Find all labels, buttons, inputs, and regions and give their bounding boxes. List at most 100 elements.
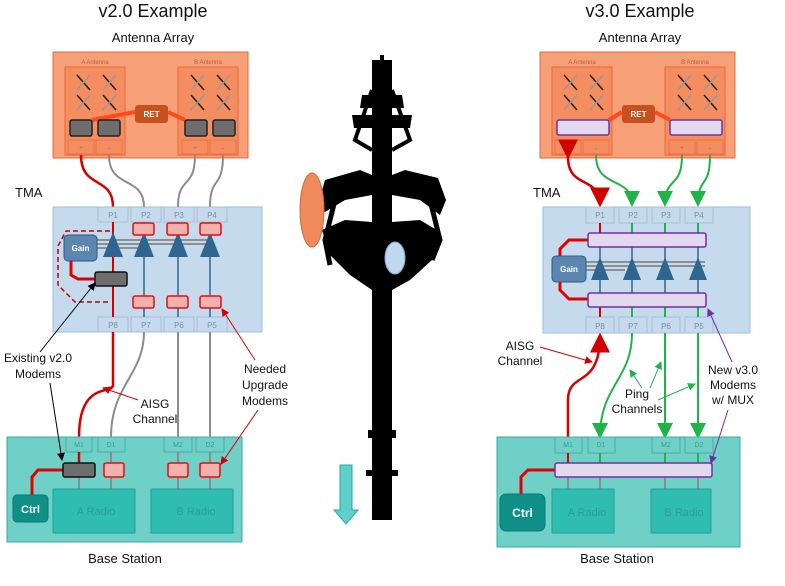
b-radio-label: B Radio	[176, 506, 215, 518]
tower-antenna-highlight	[299, 172, 325, 248]
a-antenna-box	[551, 66, 613, 156]
rf-wires	[108, 154, 224, 208]
ctrl-box	[12, 494, 49, 523]
port-p1: P1	[108, 211, 118, 220]
ret-label: RET	[631, 110, 647, 119]
antenna-elements-icon	[76, 74, 231, 111]
ann-aisg-2: Channel	[133, 412, 178, 426]
ann-new-3: w/ MUX	[711, 393, 754, 407]
ctrl-label: Ctrl	[512, 506, 533, 520]
rf-wires-lower	[110, 331, 211, 438]
a-radio-box	[551, 488, 615, 534]
ann-aisg-1: AISG	[141, 397, 170, 411]
a-antenna-box	[64, 66, 126, 156]
ann-ping-1: Ping	[625, 387, 649, 401]
mux-modem-a	[556, 119, 610, 136]
antenna-modems	[69, 119, 236, 137]
port-p1: P1	[595, 211, 605, 220]
arrow-new-base	[709, 409, 729, 464]
port-p2: P2	[141, 211, 151, 220]
ann-existing-2: Modems	[15, 367, 61, 381]
antenna-array-label: Antenna Array	[599, 30, 682, 45]
ann-existing-1: Existing v2.0	[4, 351, 72, 365]
base-station-ports	[554, 436, 714, 454]
mux-modem-tma-top	[587, 232, 707, 248]
mux-modem-base	[554, 462, 713, 478]
port-p5: P5	[207, 321, 217, 330]
ctrl-label: Ctrl	[21, 504, 40, 516]
ann-needed-3: Modems	[242, 394, 288, 408]
aisg-wire	[557, 139, 610, 208]
port-p4: P4	[694, 211, 704, 220]
arrows-ping	[629, 361, 696, 401]
existing-modem-base	[62, 462, 96, 478]
port-p6: P6	[174, 321, 184, 330]
needed-modems-tma	[132, 222, 222, 309]
ann-new-1: New v3.0	[708, 363, 758, 377]
port-p7: P7	[628, 322, 638, 331]
port-plus: +	[193, 146, 197, 152]
ret-box	[622, 105, 655, 123]
arrow-aisg	[539, 346, 593, 364]
ann-aisg-2: Channel	[498, 354, 543, 368]
port-minus: -	[108, 146, 110, 152]
v2-example: v2.0 Example Antenna Array A Antenna B A…	[4, 1, 288, 566]
cell-tower-icon	[299, 55, 446, 520]
port-minus: -	[709, 146, 711, 152]
amplifier-icons	[103, 232, 220, 257]
antenna-elements-icon	[563, 74, 718, 111]
ann-ping-2: Channels	[612, 402, 663, 416]
tma-port-links	[599, 223, 699, 317]
a-antenna-label: A Antenna	[568, 60, 596, 66]
b-radio-box	[150, 488, 234, 534]
arrow-needed-tma	[221, 308, 256, 361]
ret-link	[91, 110, 186, 122]
gain-label: Gain	[560, 265, 578, 274]
base-station-label: Base Station	[88, 551, 162, 566]
ret-box	[135, 105, 168, 123]
port-plus: +	[680, 146, 684, 152]
base-lines	[567, 453, 699, 489]
port-p4: P4	[207, 211, 217, 220]
port-p6: P6	[661, 322, 671, 331]
v2-title: v2.0 Example	[98, 1, 207, 21]
b-radio-box	[650, 488, 712, 534]
tma-box	[52, 206, 263, 333]
arrow-existing-tma	[39, 282, 96, 353]
ret-label: RET	[144, 110, 160, 119]
port-minus: -	[222, 146, 224, 152]
ctrl-wire	[519, 468, 555, 495]
port-p8: P8	[595, 322, 605, 331]
port-p3: P3	[174, 211, 184, 220]
port-d1: D1	[597, 442, 606, 449]
port-minus: -	[595, 146, 597, 152]
gain-box	[551, 255, 587, 283]
existing-modem-tma	[94, 271, 128, 287]
antenna-array-label: Antenna Array	[112, 30, 195, 45]
port-plus: +	[79, 146, 83, 152]
ret-link	[607, 110, 671, 122]
gain-box	[63, 234, 98, 262]
a-radio-label: A Radio	[568, 507, 607, 519]
ann-needed-1: Needed	[244, 362, 286, 376]
gain-control-wire	[558, 238, 588, 301]
port-plus: +	[566, 146, 570, 152]
ctrl-wire	[30, 468, 63, 495]
port-m1: M1	[74, 442, 84, 449]
base-station-label: Base Station	[580, 551, 654, 566]
b-antenna-label: B Antenna	[194, 60, 222, 66]
tma-label: TMA	[15, 185, 43, 200]
gain-label: Gain	[72, 244, 90, 253]
ann-needed-2: Upgrade	[242, 378, 288, 392]
a-radio-label: A Radio	[77, 506, 116, 518]
port-d2: D2	[695, 442, 704, 449]
ctrl-box	[499, 493, 546, 532]
amplifier-icons	[591, 257, 707, 280]
port-p8: P8	[108, 321, 118, 330]
arrow-existing-base	[49, 382, 65, 461]
port-p2: P2	[628, 211, 638, 220]
port-d2: D2	[206, 442, 215, 449]
port-p7: P7	[141, 321, 151, 330]
v3-example: v3.0 Example Antenna Array A Antenna B A…	[496, 1, 758, 566]
mux-modem-b	[669, 119, 723, 136]
